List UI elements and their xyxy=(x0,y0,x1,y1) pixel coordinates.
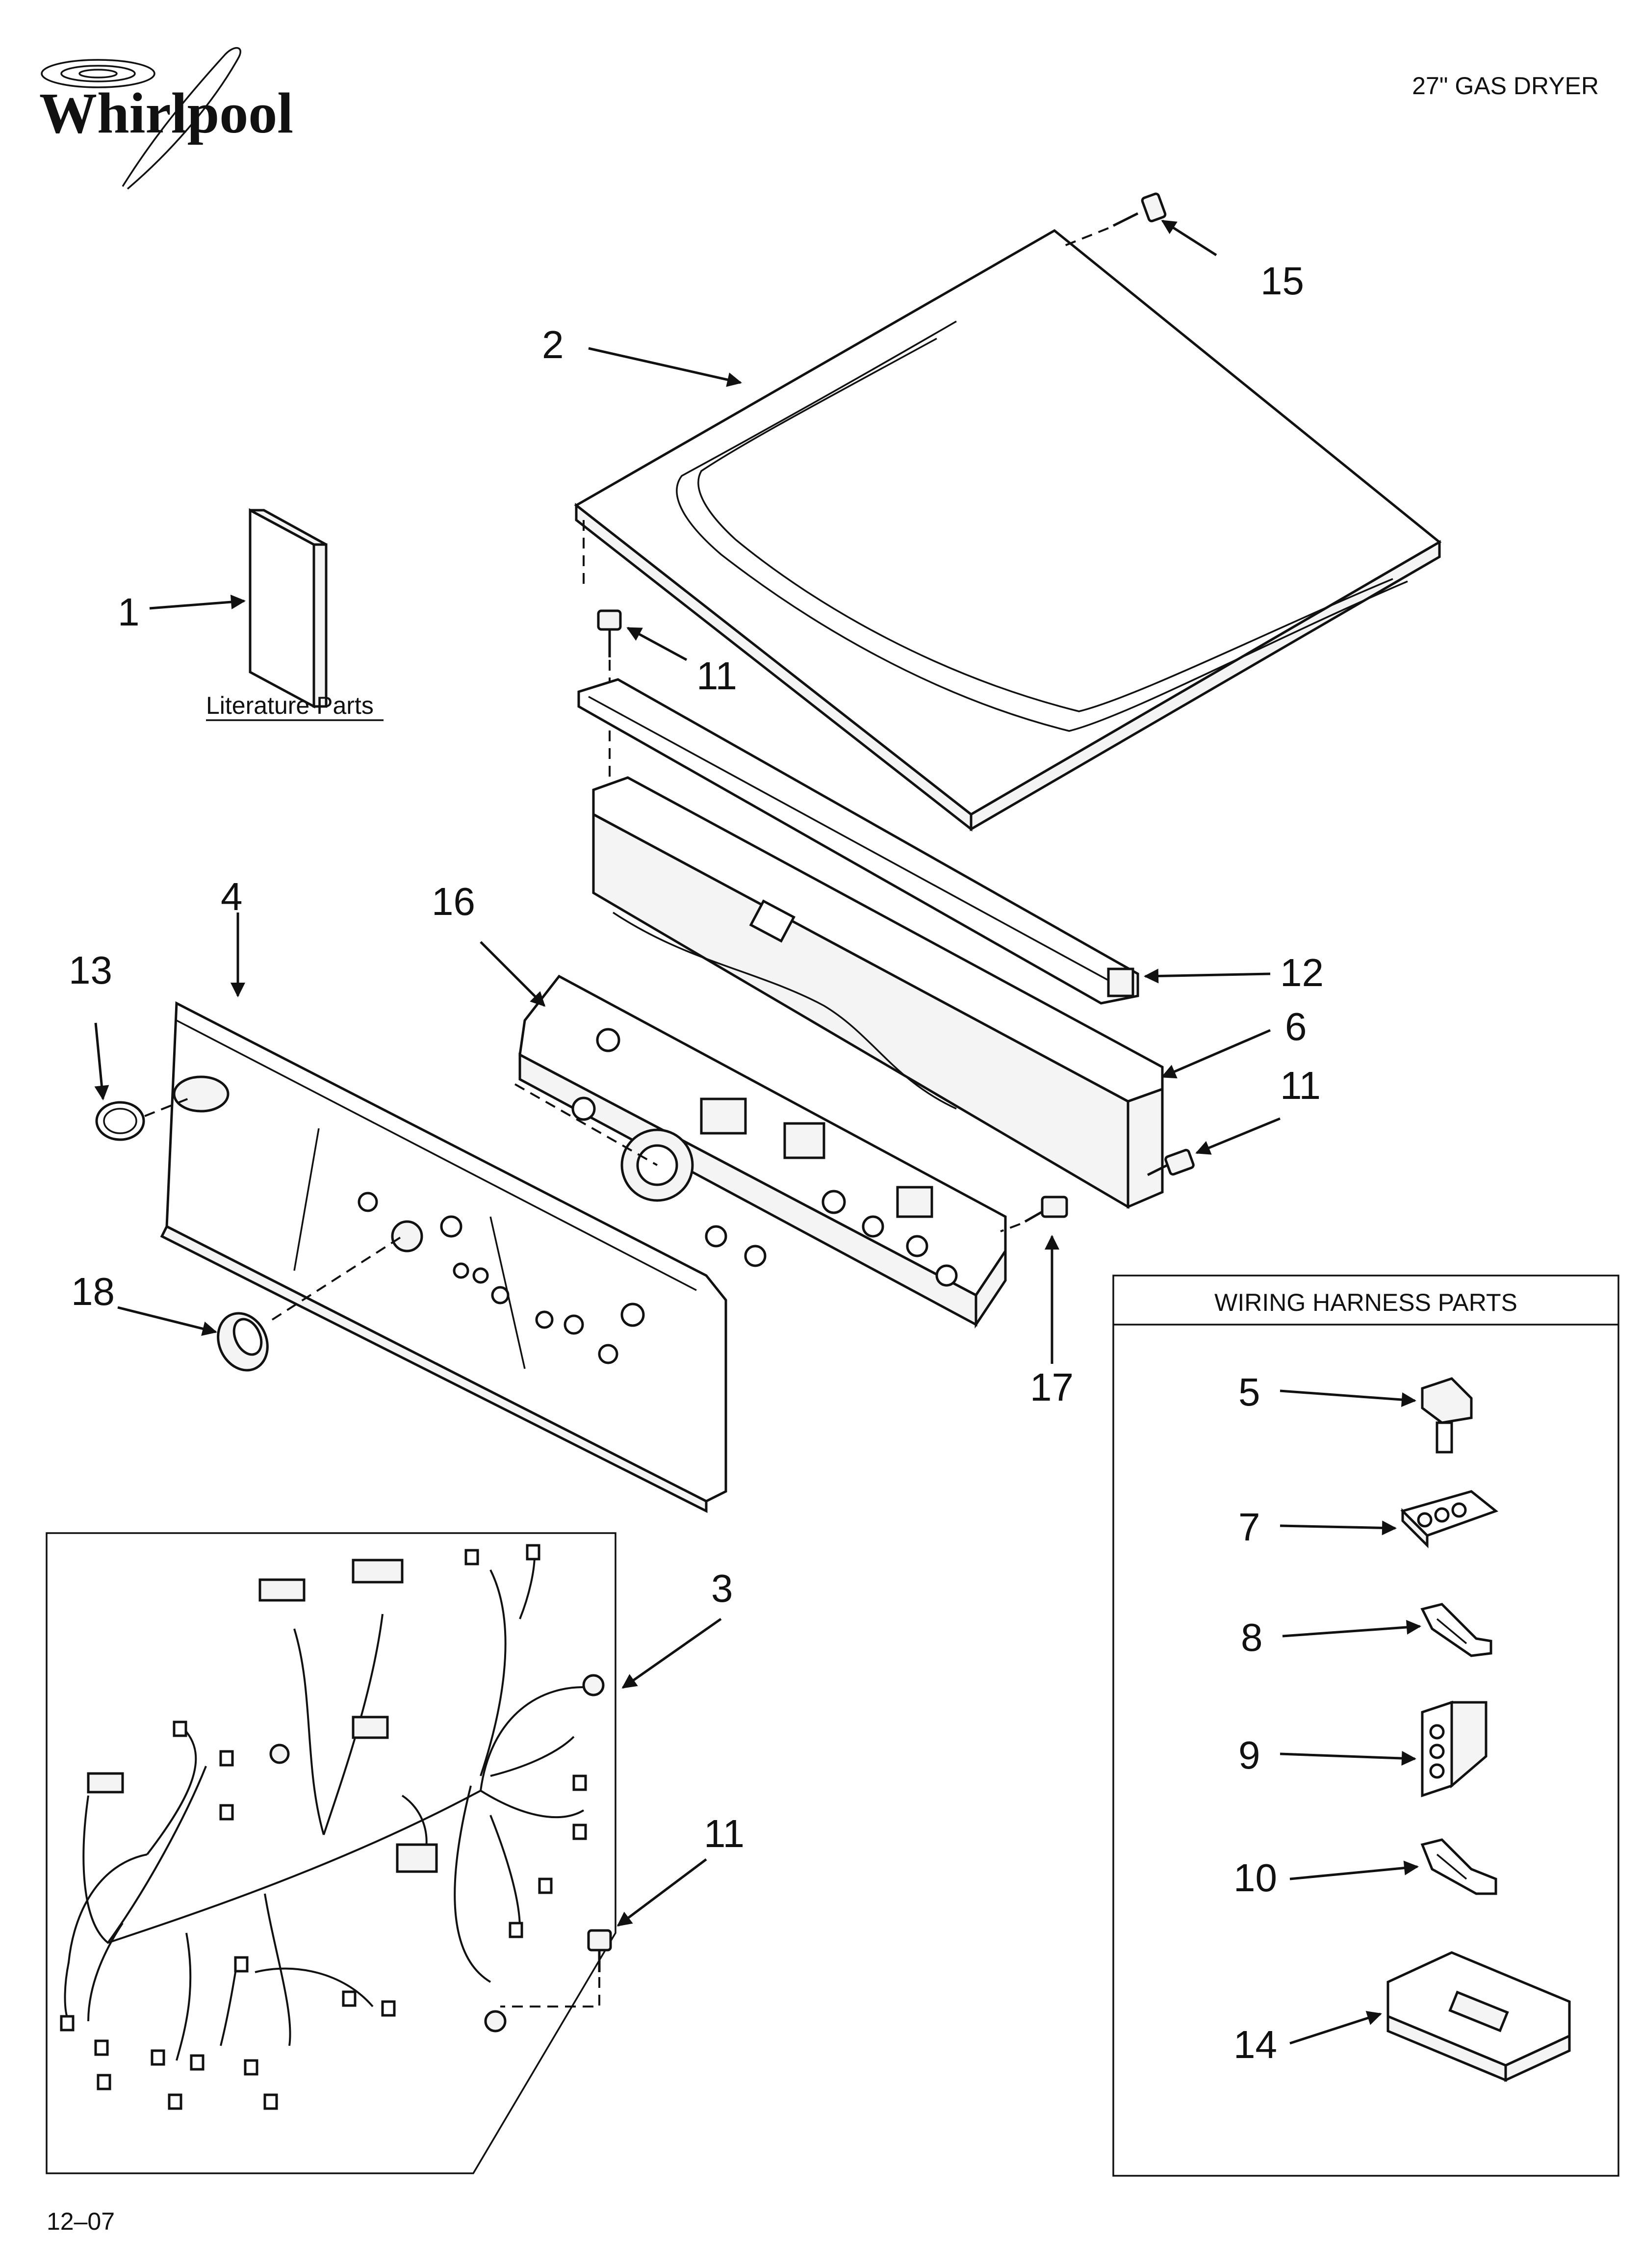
callout-1: 1 xyxy=(118,590,140,634)
screw-17-guide xyxy=(1000,1223,1021,1232)
screw-17 xyxy=(1024,1196,1068,1223)
terminal-10 xyxy=(1420,1838,1497,1895)
callout-6: 6 xyxy=(1285,1005,1307,1048)
callout-12: 12 xyxy=(1280,951,1324,994)
callout-11b-arrow xyxy=(1195,1117,1281,1155)
callout-6-arrow xyxy=(1161,1029,1271,1079)
wiring-harness-3 xyxy=(60,1544,605,2110)
callout-3-arrow xyxy=(621,1617,722,1689)
callout-16: 16 xyxy=(432,880,475,923)
dryer-top-panel xyxy=(574,229,1442,832)
callout-5: 5 xyxy=(1238,1370,1260,1414)
screw-15 xyxy=(1112,192,1167,227)
badge-guide xyxy=(144,1095,194,1117)
callout-13: 13 xyxy=(69,948,112,992)
callout-7-arrow xyxy=(1280,1520,1397,1536)
callout-17: 17 xyxy=(1030,1365,1074,1409)
terminal-8 xyxy=(1420,1603,1492,1657)
callout-11b: 11 xyxy=(1280,1064,1321,1107)
literature-parts-label: Literature Parts xyxy=(206,692,374,719)
callout-18-arrow xyxy=(117,1306,217,1336)
literature-booklet xyxy=(249,508,328,709)
callout-12-arrow xyxy=(1144,968,1271,984)
callout-18: 18 xyxy=(71,1270,115,1313)
control-board-guide xyxy=(514,1083,658,1166)
callout-15: 15 xyxy=(1260,259,1304,303)
model-title: 27" GAS DRYER xyxy=(1412,72,1599,100)
connector-block-14 xyxy=(1386,1951,1571,2082)
control-board-16 xyxy=(518,974,1007,1329)
callout-1-arrow xyxy=(149,595,246,610)
callout-4: 4 xyxy=(221,875,243,918)
callout-5-arrow xyxy=(1280,1389,1416,1408)
callout-10-arrow xyxy=(1289,1860,1419,1880)
callout-16-arrow xyxy=(480,941,546,1007)
callout-10: 10 xyxy=(1233,1856,1277,1900)
screw-11-lower-guide xyxy=(500,1977,600,2007)
callout-11a: 11 xyxy=(696,654,737,698)
console-front-4 xyxy=(160,1001,727,1513)
callout-13-arrow xyxy=(94,1022,109,1100)
connector-clip-5 xyxy=(1421,1377,1473,1454)
callout-11c: 11 xyxy=(704,1812,744,1855)
knob-18 xyxy=(217,1312,269,1372)
wiring-harness-parts-title: WIRING HARNESS PARTS xyxy=(1214,1289,1517,1316)
screw-11-upper xyxy=(597,609,622,657)
callout-9-arrow xyxy=(1280,1751,1416,1766)
callout-8: 8 xyxy=(1241,1616,1263,1659)
badge-13-inner xyxy=(103,1108,137,1134)
wiring-harness-parts-box xyxy=(1112,1275,1619,2177)
whirlpool-logo: Whirlpool xyxy=(39,47,293,190)
date-code: 12–07 xyxy=(47,2208,115,2235)
callout-9: 9 xyxy=(1238,1733,1260,1777)
callout-14: 14 xyxy=(1233,2023,1277,2066)
connector-housing-7 xyxy=(1400,1490,1499,1549)
screw-11-lower xyxy=(587,1929,612,1972)
callout-2-arrow xyxy=(588,347,742,387)
whirlpool-logo-text: Whirlpool xyxy=(39,81,293,145)
callout-2: 2 xyxy=(542,323,564,366)
screw-11-middle xyxy=(1147,1148,1195,1176)
callout-11a-arrow xyxy=(626,626,688,661)
callout-7: 7 xyxy=(1238,1505,1260,1549)
wiring-harness-box xyxy=(46,1532,616,2174)
screw-15-guide xyxy=(1059,227,1109,249)
knob-guide xyxy=(271,1235,403,1321)
console-back-panel-6 xyxy=(592,776,1164,1209)
callout-3: 3 xyxy=(711,1566,733,1610)
console-bracket-12 xyxy=(577,678,1139,1005)
callout-14-arrow xyxy=(1289,2011,1382,2045)
connector-housing-9 xyxy=(1421,1700,1488,1798)
callout-15-arrow xyxy=(1161,219,1217,257)
callout-11c-arrow xyxy=(616,1858,707,1927)
callout-8-arrow xyxy=(1282,1619,1421,1638)
